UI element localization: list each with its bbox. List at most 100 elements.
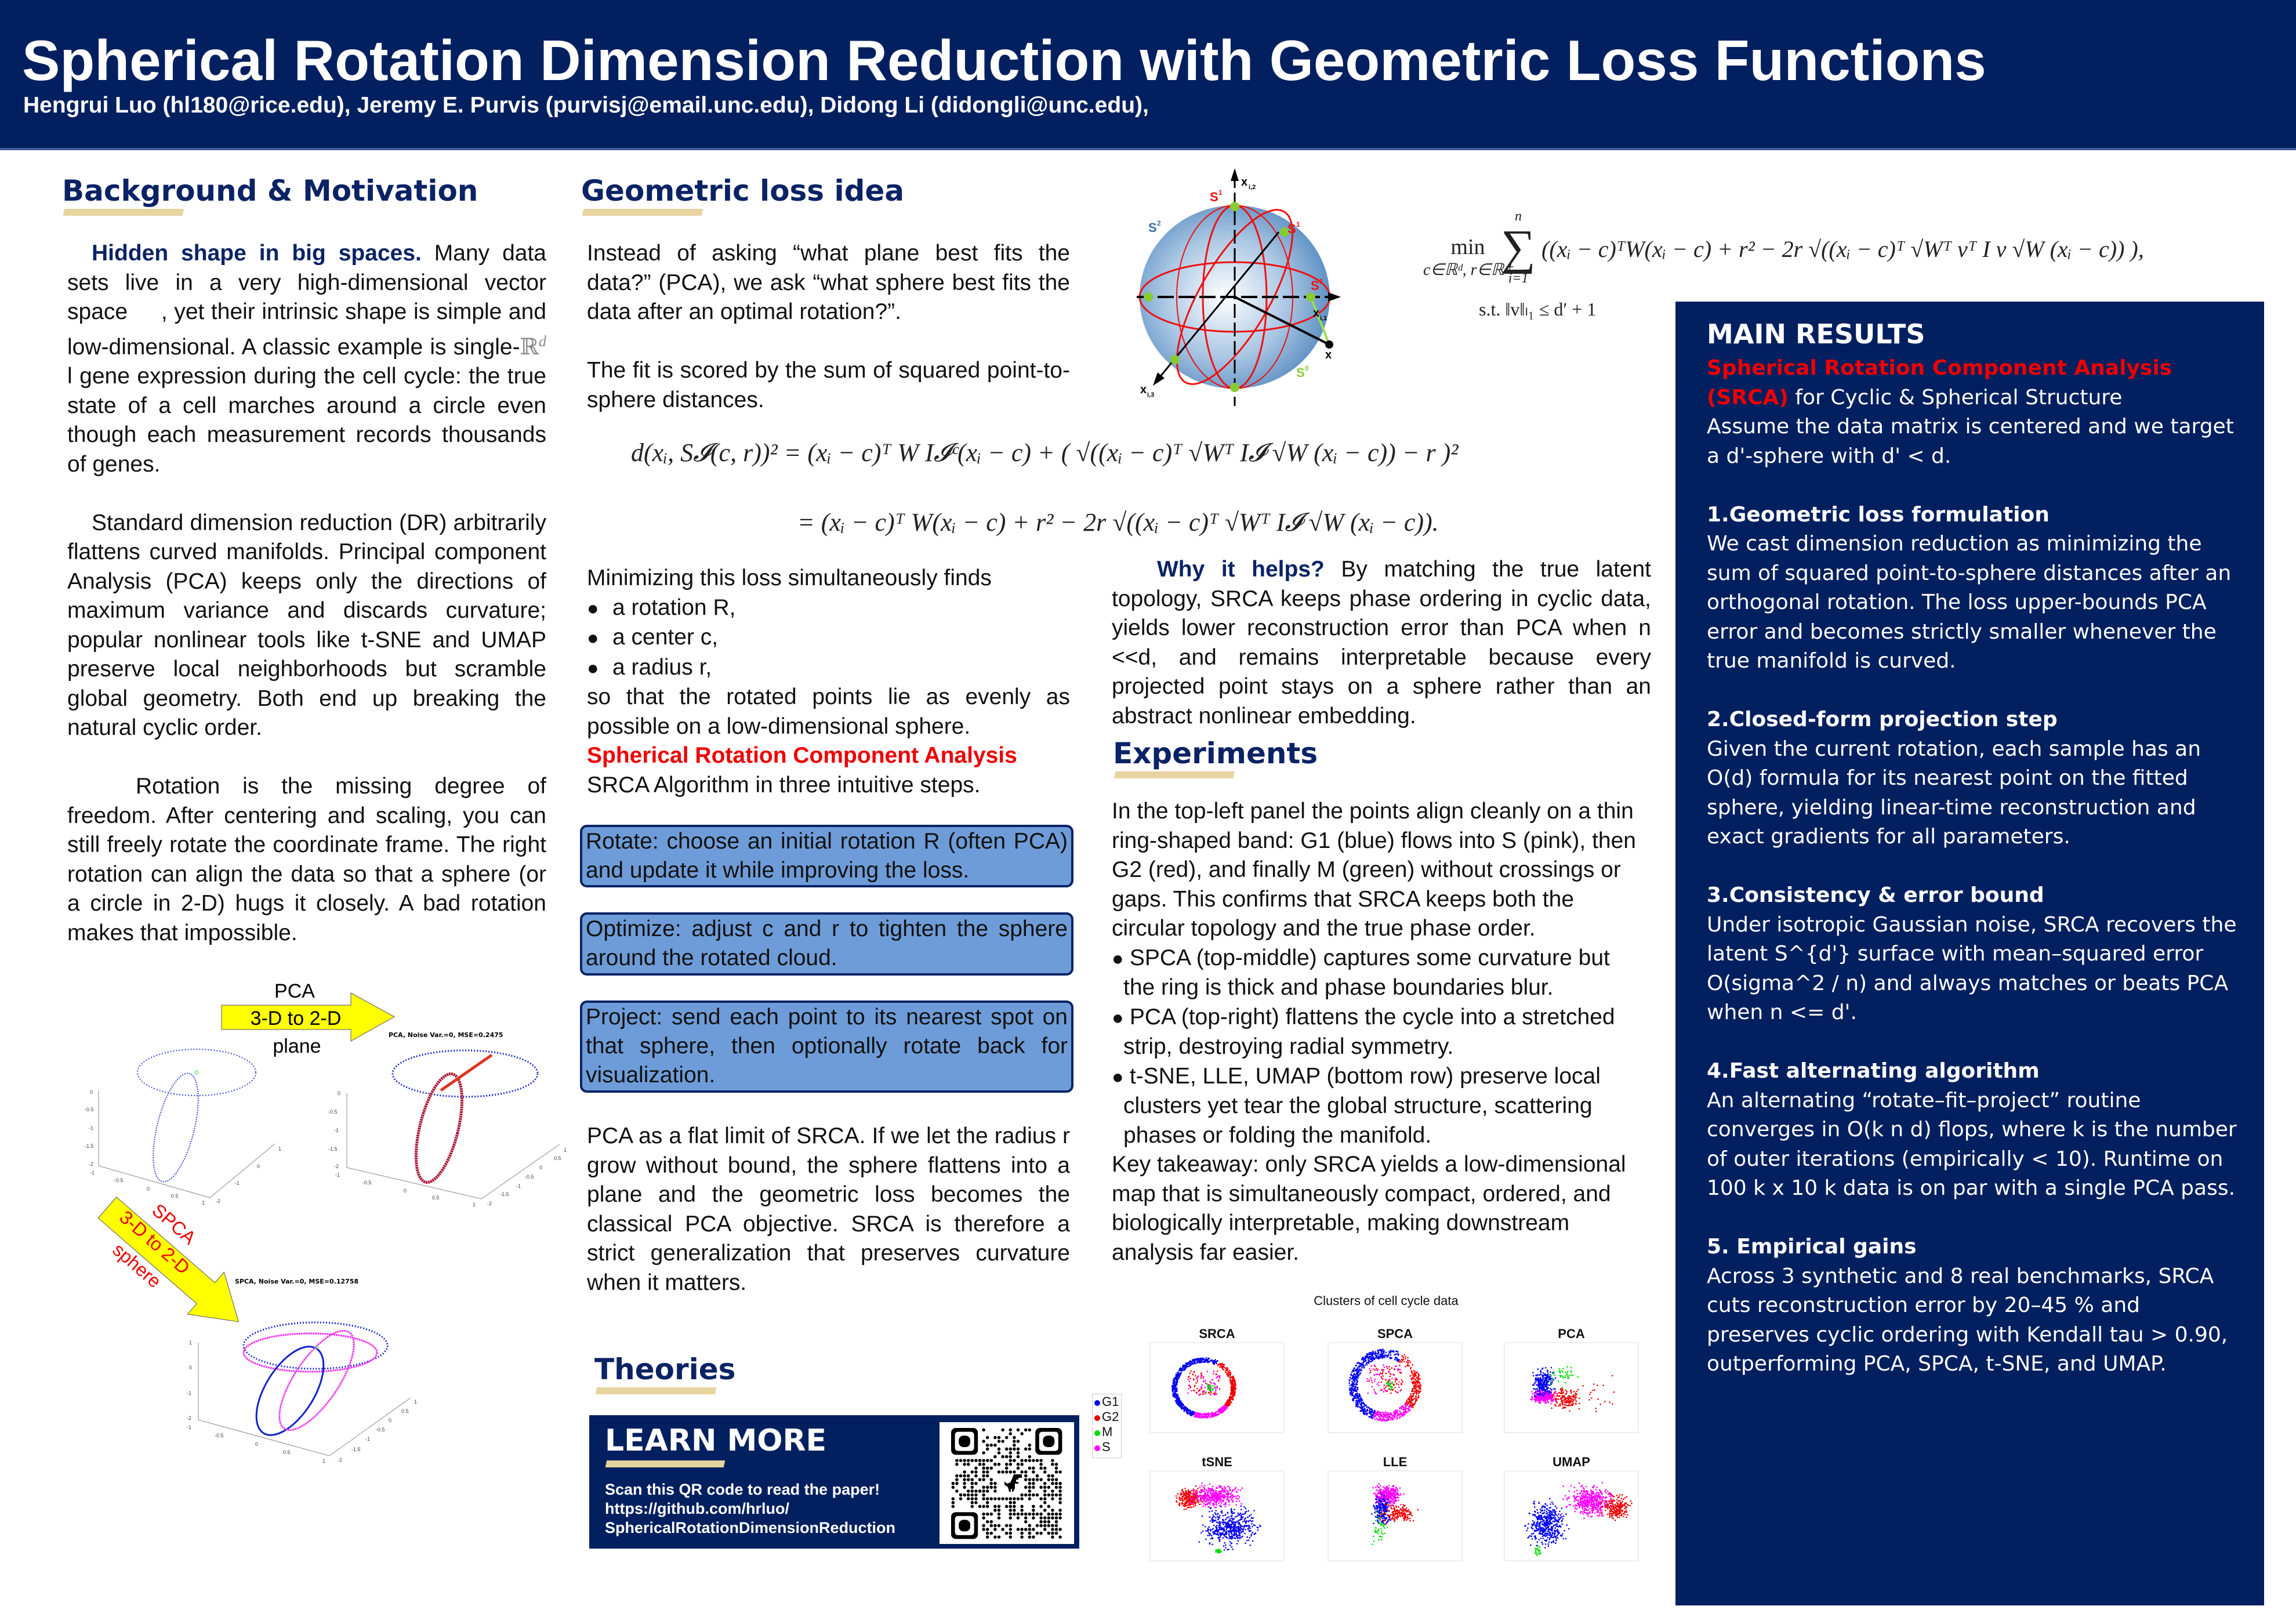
point bbox=[1378, 1486, 1380, 1488]
point bbox=[1237, 1489, 1239, 1491]
point bbox=[1183, 1491, 1184, 1492]
point bbox=[1355, 1390, 1358, 1393]
point bbox=[1235, 1491, 1238, 1493]
point bbox=[1205, 1391, 1207, 1393]
qr-code[interactable] bbox=[940, 1422, 1074, 1544]
plot-frame bbox=[1149, 1470, 1285, 1561]
geometric-heading: Geometric loss idea bbox=[581, 174, 905, 208]
point bbox=[1243, 1519, 1246, 1521]
point bbox=[1224, 1514, 1226, 1516]
point bbox=[1354, 1389, 1356, 1391]
point bbox=[1231, 1500, 1234, 1502]
point bbox=[1565, 1392, 1568, 1394]
point bbox=[1187, 1499, 1189, 1500]
point bbox=[1393, 1498, 1395, 1499]
point bbox=[1205, 1530, 1207, 1532]
point bbox=[1200, 1414, 1202, 1416]
dino-logo-icon bbox=[1004, 1474, 1022, 1492]
point bbox=[1412, 1400, 1413, 1401]
bullet-icon: ● bbox=[1112, 947, 1124, 970]
point bbox=[1230, 1516, 1232, 1517]
arrowhead-icon bbox=[1328, 292, 1341, 302]
point bbox=[1217, 1513, 1219, 1514]
point bbox=[1235, 1497, 1237, 1499]
point bbox=[1227, 1549, 1228, 1551]
repo-link[interactable]: https://github.com/hrluo/ bbox=[605, 1500, 789, 1517]
point bbox=[1387, 1500, 1389, 1503]
point bbox=[1405, 1406, 1406, 1409]
point bbox=[1562, 1391, 1565, 1393]
point bbox=[1539, 1376, 1541, 1379]
point bbox=[1388, 1493, 1390, 1495]
point bbox=[1238, 1532, 1241, 1535]
point bbox=[1576, 1393, 1577, 1395]
bullet-icon: ● bbox=[1112, 1065, 1124, 1088]
point bbox=[1247, 1527, 1249, 1529]
point bbox=[1398, 1381, 1400, 1383]
point bbox=[1401, 1406, 1403, 1408]
point bbox=[1209, 1392, 1210, 1394]
point bbox=[1230, 1386, 1232, 1387]
point bbox=[1189, 1414, 1191, 1416]
point bbox=[1412, 1372, 1413, 1374]
point bbox=[1405, 1408, 1406, 1410]
point bbox=[1390, 1388, 1392, 1390]
point bbox=[1249, 1537, 1250, 1539]
point bbox=[1235, 1529, 1237, 1531]
point bbox=[1183, 1369, 1185, 1371]
point bbox=[1390, 1382, 1392, 1384]
point bbox=[1210, 1530, 1212, 1532]
point bbox=[1249, 1525, 1250, 1528]
point bbox=[1253, 1524, 1255, 1526]
point bbox=[1351, 1387, 1354, 1390]
point bbox=[1355, 1384, 1357, 1386]
point bbox=[1219, 1539, 1221, 1541]
point bbox=[1181, 1369, 1184, 1371]
point bbox=[1202, 1495, 1203, 1497]
point bbox=[1394, 1387, 1396, 1389]
point bbox=[1384, 1508, 1387, 1510]
point bbox=[1572, 1394, 1575, 1396]
point bbox=[1235, 1537, 1236, 1539]
point bbox=[1231, 1526, 1232, 1528]
point bbox=[1390, 1519, 1391, 1521]
point bbox=[1396, 1359, 1398, 1361]
point bbox=[1417, 1390, 1420, 1392]
point bbox=[1542, 1376, 1544, 1378]
point bbox=[1217, 1491, 1220, 1492]
point bbox=[1565, 1393, 1567, 1395]
point bbox=[1241, 1515, 1242, 1517]
point bbox=[1381, 1493, 1383, 1495]
legend-dot-icon bbox=[1094, 1415, 1100, 1421]
point bbox=[1415, 1372, 1417, 1374]
point bbox=[1215, 1526, 1217, 1528]
point bbox=[1387, 1368, 1389, 1369]
point bbox=[1220, 1407, 1222, 1409]
point bbox=[1354, 1373, 1356, 1376]
point bbox=[1553, 1391, 1555, 1393]
point bbox=[1249, 1515, 1250, 1517]
repo-link-continued[interactable]: SphericalRotationDimensionReduction bbox=[605, 1519, 896, 1536]
point bbox=[1362, 1399, 1363, 1401]
point bbox=[1390, 1492, 1392, 1494]
point bbox=[1176, 1375, 1177, 1376]
point bbox=[1388, 1383, 1391, 1385]
point bbox=[1194, 1503, 1196, 1505]
point bbox=[1411, 1370, 1413, 1372]
point bbox=[1222, 1495, 1224, 1497]
point bbox=[1252, 1517, 1254, 1519]
point bbox=[1204, 1493, 1206, 1495]
point bbox=[1368, 1412, 1370, 1414]
axis-ticks: 10-1-2 -1-0.500.51 -2-1.5-1-0.500.51 bbox=[187, 1340, 417, 1464]
point bbox=[1213, 1524, 1215, 1527]
point bbox=[1233, 1534, 1235, 1535]
point bbox=[1188, 1504, 1190, 1506]
experiments-heading: Experiments bbox=[1113, 737, 1318, 770]
point bbox=[1378, 1416, 1380, 1418]
point bbox=[1220, 1522, 1221, 1524]
center-marker bbox=[194, 1070, 199, 1075]
point bbox=[1536, 1374, 1539, 1376]
point bbox=[1554, 1388, 1556, 1390]
step-rotate-box: Rotate: choose an initial rotation R (of… bbox=[580, 825, 1073, 887]
point bbox=[1352, 1375, 1354, 1376]
